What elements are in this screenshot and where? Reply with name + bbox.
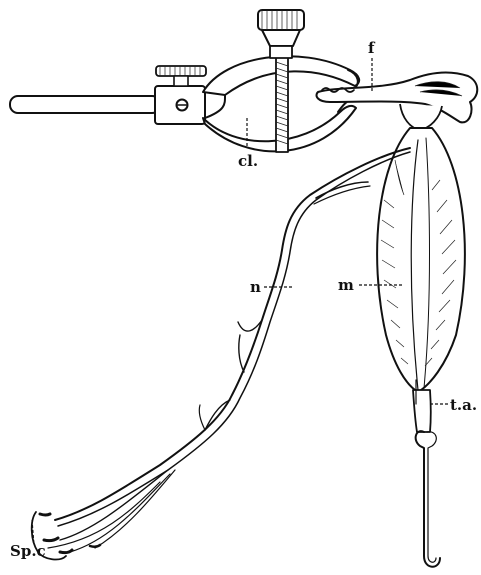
clamp-screw xyxy=(258,10,304,152)
label-nerve: n xyxy=(250,278,261,296)
sciatic-nerve xyxy=(48,148,410,552)
clamp-boss xyxy=(155,86,205,124)
gastrocnemius-muscle xyxy=(377,128,465,392)
stand-rod xyxy=(10,96,160,113)
label-femur: f xyxy=(368,39,376,57)
label-spinal-cord: Sp.c xyxy=(10,542,46,560)
label-muscle: m xyxy=(338,276,354,294)
label-clamp: cl. xyxy=(238,152,258,170)
hook xyxy=(416,431,440,567)
boss-knob xyxy=(156,66,206,86)
label-tendon: t.a. xyxy=(450,396,477,414)
clamp-stand xyxy=(10,10,359,152)
